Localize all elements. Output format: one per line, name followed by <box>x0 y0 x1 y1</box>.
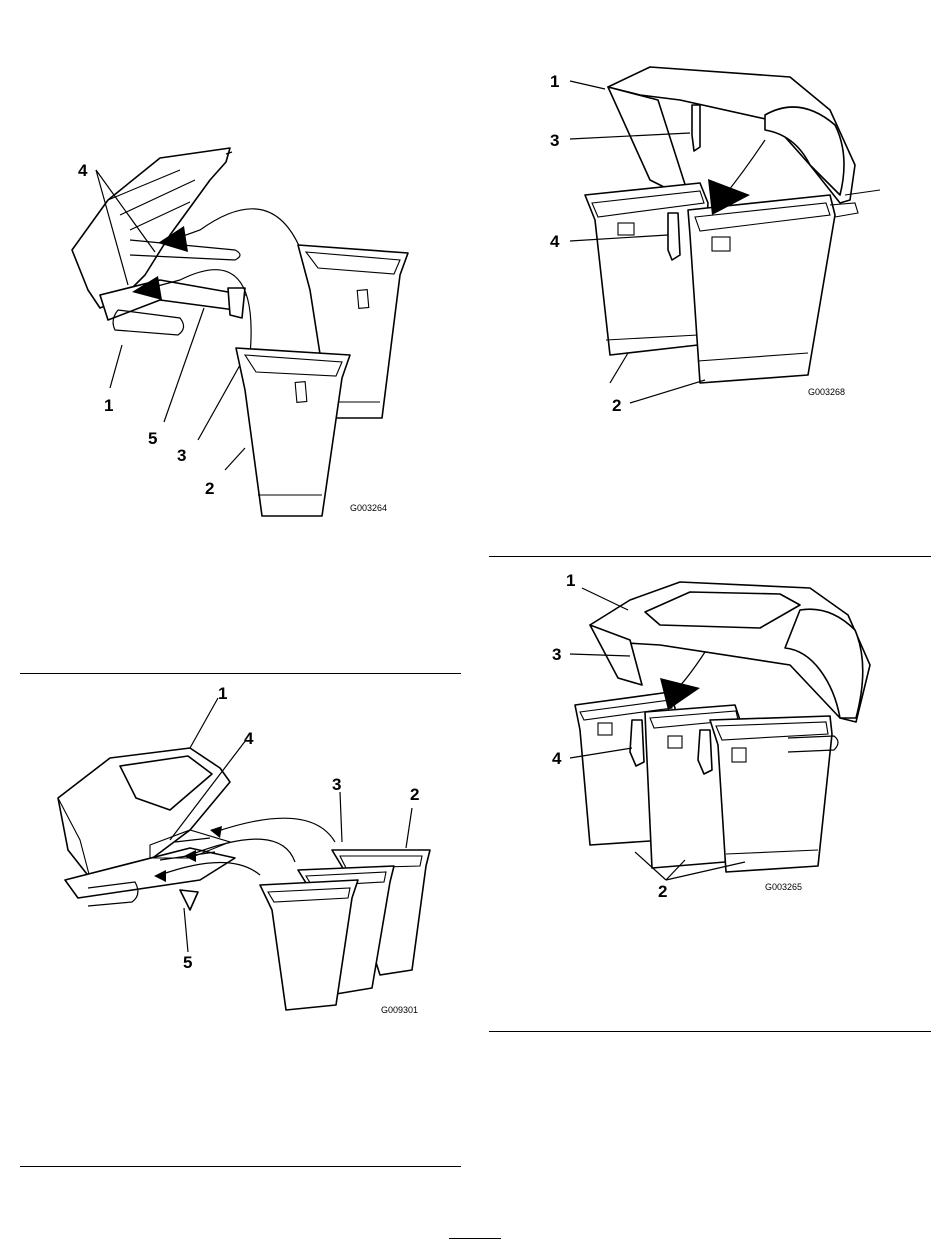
divider <box>489 556 931 557</box>
divider <box>20 673 461 674</box>
callout-3: 3 <box>332 776 341 793</box>
callout-3: 3 <box>550 132 559 149</box>
callout-2: 2 <box>612 397 621 414</box>
figure-id: G003265 <box>765 883 802 892</box>
callout-3: 3 <box>177 447 186 464</box>
callout-1: 1 <box>104 397 113 414</box>
callout-2: 2 <box>205 480 214 497</box>
footer-rule <box>449 1238 501 1239</box>
callout-4: 4 <box>550 233 559 250</box>
figure-id: G003268 <box>808 388 845 397</box>
callout-1: 1 <box>550 73 559 90</box>
figure-g003265-illustration <box>550 570 890 900</box>
figure-id: G009301 <box>381 1006 418 1015</box>
callout-1: 1 <box>566 572 575 589</box>
divider <box>20 1166 461 1167</box>
figure-g009301-illustration <box>50 670 450 1030</box>
callout-4: 4 <box>78 162 87 179</box>
divider <box>489 1031 931 1032</box>
callout-5: 5 <box>183 954 192 971</box>
figure-id: G003264 <box>350 504 387 513</box>
callout-4: 4 <box>244 730 253 747</box>
callout-2: 2 <box>410 786 419 803</box>
figure-g003264: 4 1 5 3 2 G003264 <box>60 140 420 530</box>
figure-g003264-illustration <box>60 140 420 530</box>
callout-3: 3 <box>552 646 561 663</box>
figure-g009301: 1 4 3 2 5 G009301 <box>50 670 450 1030</box>
figure-g003265: 1 3 4 2 G003265 <box>550 570 890 900</box>
callout-4: 4 <box>552 750 561 767</box>
callout-1: 1 <box>218 685 227 702</box>
callout-5: 5 <box>148 430 157 447</box>
figure-g003268: 1 3 4 2 G003268 <box>550 55 890 425</box>
callout-2: 2 <box>658 883 667 900</box>
figure-g003268-illustration <box>550 55 890 425</box>
